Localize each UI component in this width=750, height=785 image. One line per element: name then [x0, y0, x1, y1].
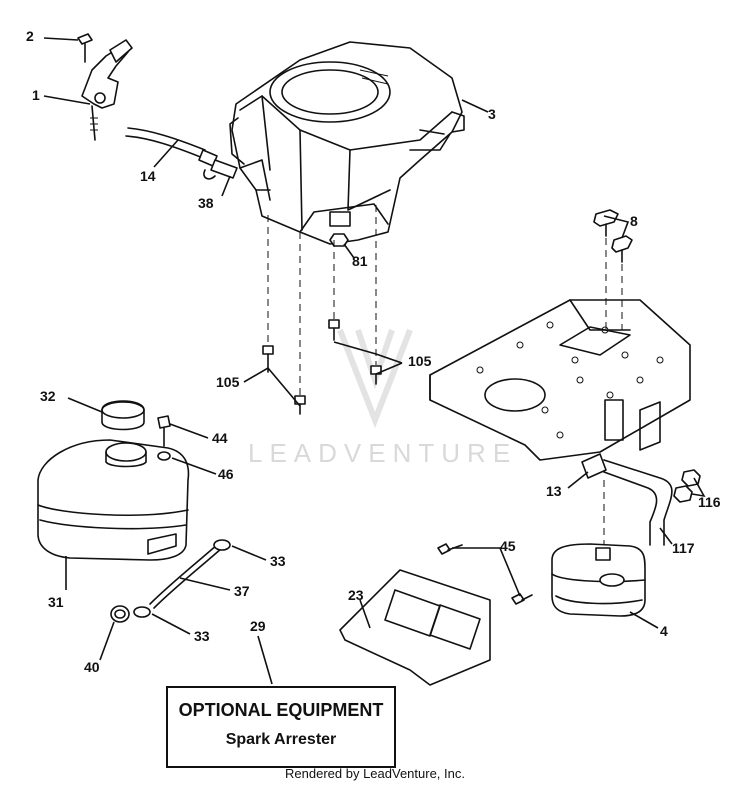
callout-3: 3 — [488, 106, 496, 122]
mounting-plate-part — [429, 299, 691, 461]
callout-labels: 2 1 3 14 38 81 8 105 105 32 44 46 33 37 … — [26, 28, 721, 675]
callout-81: 81 — [352, 253, 368, 269]
fuel-tank-part — [37, 439, 190, 561]
fuel-line-part — [125, 127, 238, 180]
callout-40: 40 — [84, 659, 100, 675]
leader-lines — [43, 37, 706, 685]
callout-38: 38 — [198, 195, 214, 211]
callout-46: 46 — [218, 466, 234, 482]
watermark-text: LEADVENTURE — [248, 438, 517, 468]
rendered-by-credit: Rendered by LeadVenture, Inc. — [285, 766, 465, 781]
optional-equipment-box: OPTIONAL EQUIPMENT Spark Arrester — [166, 686, 396, 768]
callout-105-left: 105 — [216, 374, 240, 390]
callout-31: 31 — [48, 594, 64, 610]
callout-33-bottom: 33 — [194, 628, 210, 644]
fuel-cap-part — [101, 400, 145, 431]
tank-screw-part — [157, 415, 171, 461]
fuel-hose-part — [110, 539, 231, 623]
callout-4: 4 — [660, 623, 668, 639]
nut-81-part — [329, 233, 349, 247]
throttle-control-part — [77, 33, 133, 141]
callout-13: 13 — [546, 483, 562, 499]
callout-44: 44 — [212, 430, 228, 446]
callout-116: 116 — [698, 494, 721, 510]
optional-equipment-subtitle: Spark Arrester — [225, 731, 337, 748]
engine-bolts-105 — [262, 205, 382, 415]
callout-1: 1 — [32, 87, 40, 103]
callout-14: 14 — [140, 168, 156, 184]
callout-8: 8 — [630, 213, 638, 229]
callout-23: 23 — [348, 587, 364, 603]
callout-37: 37 — [234, 583, 250, 599]
heat-shield-part — [339, 543, 533, 686]
muffler-part — [551, 543, 646, 617]
callout-29: 29 — [250, 618, 266, 634]
callout-32: 32 — [40, 388, 56, 404]
engine-part — [229, 41, 465, 245]
callout-117: 117 — [672, 540, 695, 556]
exhaust-pipe-part — [581, 453, 701, 546]
callout-105-right: 105 — [408, 353, 432, 369]
callout-2: 2 — [26, 28, 34, 44]
callout-45: 45 — [500, 538, 516, 554]
optional-equipment-title: OPTIONAL EQUIPMENT — [178, 700, 384, 720]
leadventure-watermark: LEADVENTURE — [248, 328, 517, 468]
bolts-8-part — [593, 209, 633, 330]
callout-33-top: 33 — [270, 553, 286, 569]
